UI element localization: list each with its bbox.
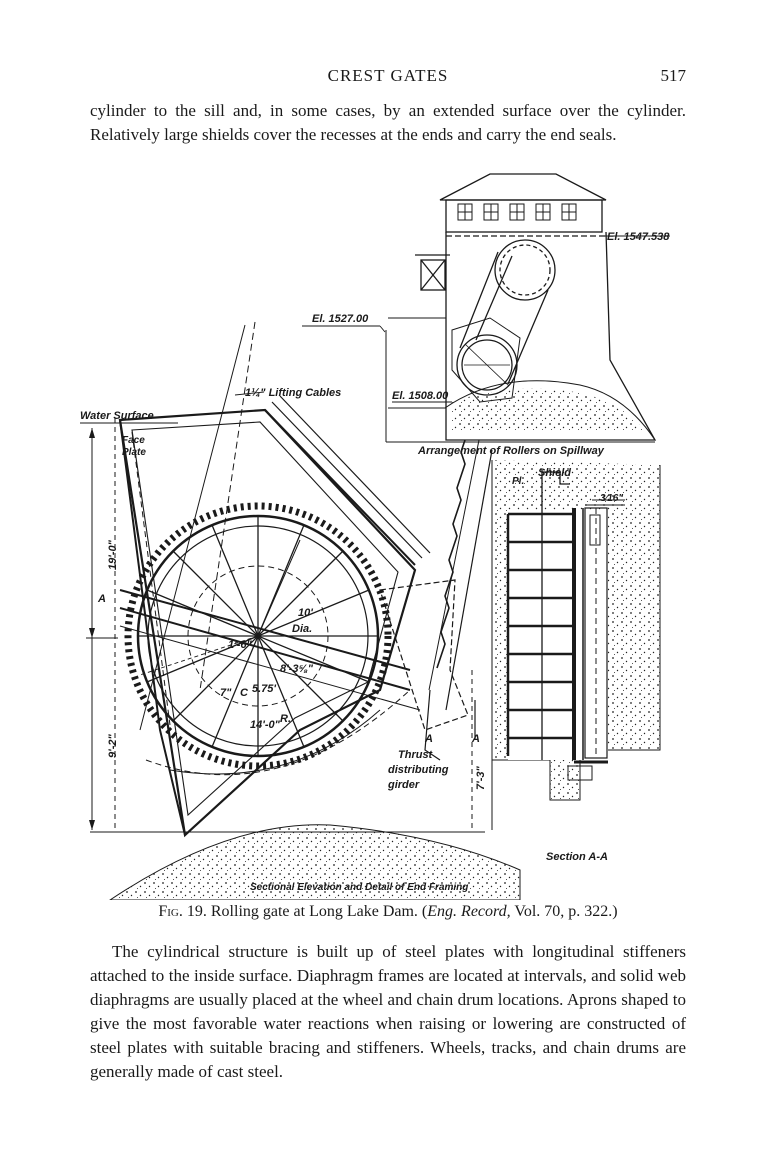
label-water-surface: Water Surface (80, 410, 154, 422)
gate-drawing: El. 1547.538 El. 1527.00 El. 1508.00 1¼"… (80, 173, 670, 900)
figure-caption: Fig. 19. Rolling gate at Long Lake Dam. … (90, 903, 686, 921)
label-a-right-2: A (471, 733, 480, 745)
label-lifting-cables: 1¼" Lifting Cables (245, 387, 341, 399)
label-d-1-6: 1'-6" (228, 639, 253, 651)
label-r: R. (280, 713, 291, 725)
label-girder: girder (387, 779, 420, 791)
caption-source: Eng. Record, (427, 903, 511, 920)
label-face: Face (122, 435, 145, 446)
label-distributing: distributing (388, 764, 449, 776)
running-title: CREST GATES (327, 66, 449, 85)
label-thrust: Thrust (398, 749, 434, 761)
gatehouse-windows (457, 203, 577, 221)
page-header: CREST GATES 517 (90, 66, 686, 90)
label-d-10: 10' (298, 607, 313, 619)
section-a-a (491, 460, 661, 830)
gatehouse (445, 199, 603, 233)
sectional-elevation (80, 321, 493, 838)
inset-arrangement (302, 173, 670, 443)
label-el-top: El. 1547.538 (607, 231, 670, 243)
label-d-8-3: 8'-3⅝" (280, 663, 314, 675)
caption-fig-label: Fig. 19. (158, 903, 207, 920)
label-dim-7-3: 7'-3" (475, 765, 487, 790)
label-three-sixteenths: 3⁄16" (600, 493, 623, 504)
label-d-7: 7" (220, 687, 232, 699)
label-dim-19-0: 19'-0" (107, 539, 119, 570)
label-sectional-elevation: Sectional Elevation and Detail of End Fr… (250, 882, 468, 893)
label-d-5-75: 5.75' (252, 683, 276, 695)
gear-ring (124, 502, 392, 770)
hoist-tower (420, 259, 446, 291)
thrust-girder (379, 579, 469, 731)
label-dim-9-2: 9'-2" (107, 733, 119, 758)
rack (436, 439, 466, 669)
label-a-right-1: A (424, 733, 433, 745)
label-el-mid: El. 1527.00 (312, 313, 369, 325)
paragraph-1: cylinder to the sill and, in some cases,… (90, 101, 686, 144)
upper-cylinder (494, 239, 556, 301)
figure-rolling-gate: El. 1547.538 El. 1527.00 El. 1508.00 1¼"… (80, 170, 680, 900)
label-arrangement: Arrangement of Rollers on Spillway (417, 445, 605, 457)
label-d-14-0: 14'-0" (250, 719, 281, 731)
ground (109, 824, 521, 900)
label-d-c: C (240, 687, 249, 699)
label-pl: Pl. (512, 476, 524, 487)
label-el-low: El. 1508.00 (392, 390, 449, 402)
label-dia: Dia. (292, 623, 312, 635)
page-number: 517 (660, 66, 687, 85)
label-section-aa: Section A-A (546, 851, 608, 863)
label-shield: Shield (538, 467, 571, 479)
caption-text: Rolling gate at Long Lake Dam. ( (206, 903, 428, 920)
label-a-left: A (97, 593, 106, 605)
paragraph-2: The cylindrical structure is built up of… (90, 942, 686, 1081)
label-plate: Plate (122, 447, 146, 458)
caption-details: Vol. 70, p. 322.) (510, 903, 618, 920)
gatehouse-roof (439, 173, 607, 201)
gate-shell (118, 408, 417, 838)
